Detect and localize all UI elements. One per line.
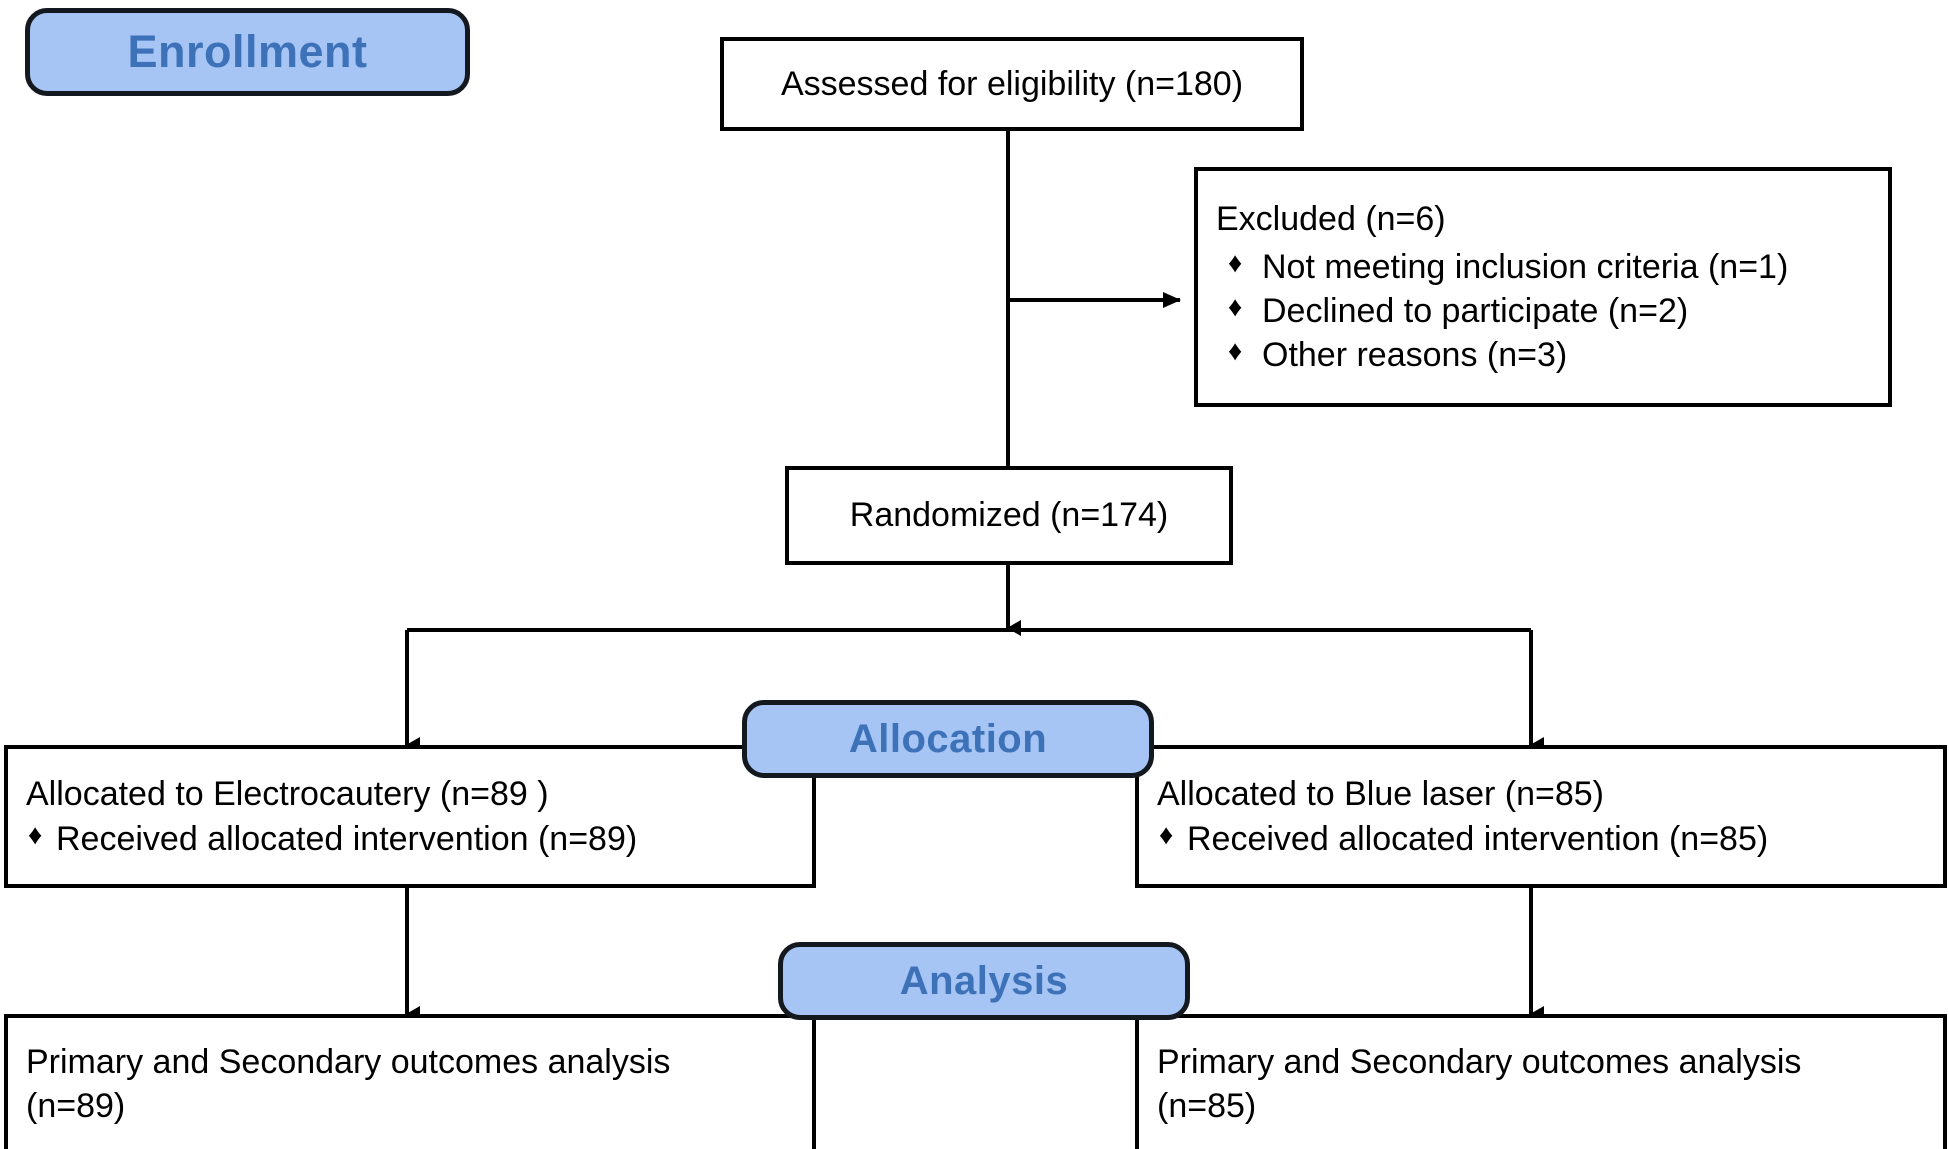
- diamond-bullet-icon: ♦: [28, 818, 43, 850]
- allocated-left-box: Allocated to Electrocautery (n=89 ) ♦ Rec…: [4, 745, 816, 888]
- stage-banner-enrollment: Enrollment: [25, 8, 470, 96]
- excluded-reason-label: Not meeting inclusion criteria (n=1): [1262, 247, 1789, 286]
- allocated-right-heading: Allocated to Blue laser (n=85): [1157, 775, 1604, 814]
- stage-banner-analysis: Analysis: [778, 942, 1190, 1020]
- allocated-left-item-list: ♦ Received allocated intervention (n=89): [26, 817, 794, 861]
- analysis-left-line2: (n=89): [26, 1087, 126, 1125]
- diamond-bullet-icon: ♦: [1228, 246, 1243, 278]
- randomized-box: Randomized (n=174): [785, 466, 1233, 565]
- assessed-for-eligibility-text: Assessed for eligibility (n=180): [780, 64, 1244, 103]
- analysis-right-box: Primary and Secondary outcomes analysis …: [1135, 1014, 1947, 1149]
- list-item: ♦ Not meeting inclusion criteria (n=1): [1216, 245, 1870, 289]
- analysis-right-line1: Primary and Secondary outcomes analysis: [1157, 1042, 1802, 1081]
- excluded-box: Excluded (n=6) ♦ Not meeting inclusion cr…: [1194, 167, 1892, 407]
- excluded-reason-label: Other reasons (n=3): [1262, 336, 1568, 375]
- allocated-right-box: Allocated to Blue laser (n=85) ♦ Received…: [1135, 745, 1947, 888]
- allocated-right-item-label: Received allocated intervention (n=85): [1187, 819, 1769, 858]
- list-item: ♦ Declined to participate (n=2): [1216, 289, 1870, 333]
- allocated-left-heading: Allocated to Electrocautery (n=89 ): [26, 775, 549, 814]
- stage-banner-analysis-label: Analysis: [899, 958, 1069, 1003]
- diamond-bullet-icon: ♦: [1228, 335, 1243, 367]
- excluded-reason-label: Declined to participate (n=2): [1262, 292, 1689, 330]
- stage-banner-allocation: Allocation: [742, 700, 1154, 778]
- excluded-reason-list: ♦ Not meeting inclusion criteria (n=1) ♦ D…: [1216, 245, 1870, 378]
- stage-banner-allocation-label: Allocation: [848, 716, 1048, 761]
- allocated-right-item-list: ♦ Received allocated intervention (n=85): [1157, 817, 1925, 861]
- list-item: ♦ Other reasons (n=3): [1216, 333, 1870, 377]
- randomized-text: Randomized (n=174): [849, 496, 1169, 535]
- list-item: ♦ Received allocated intervention (n=85): [1157, 817, 1925, 861]
- analysis-left-line1: Primary and Secondary outcomes analysis: [26, 1042, 671, 1081]
- excluded-heading: Excluded (n=6): [1216, 199, 1446, 238]
- analysis-left-box: Primary and Secondary outcomes analysis …: [4, 1014, 816, 1149]
- assessed-for-eligibility-box: Assessed for eligibility (n=180): [720, 37, 1304, 131]
- allocated-left-item-label: Received allocated intervention (n=89): [56, 819, 638, 858]
- diamond-bullet-icon: ♦: [1228, 291, 1243, 322]
- stage-banner-enrollment-label: Enrollment: [127, 26, 368, 77]
- list-item: ♦ Received allocated intervention (n=89): [26, 817, 794, 861]
- analysis-right-line2: (n=85): [1157, 1087, 1257, 1125]
- diamond-bullet-icon: ♦: [1159, 818, 1174, 850]
